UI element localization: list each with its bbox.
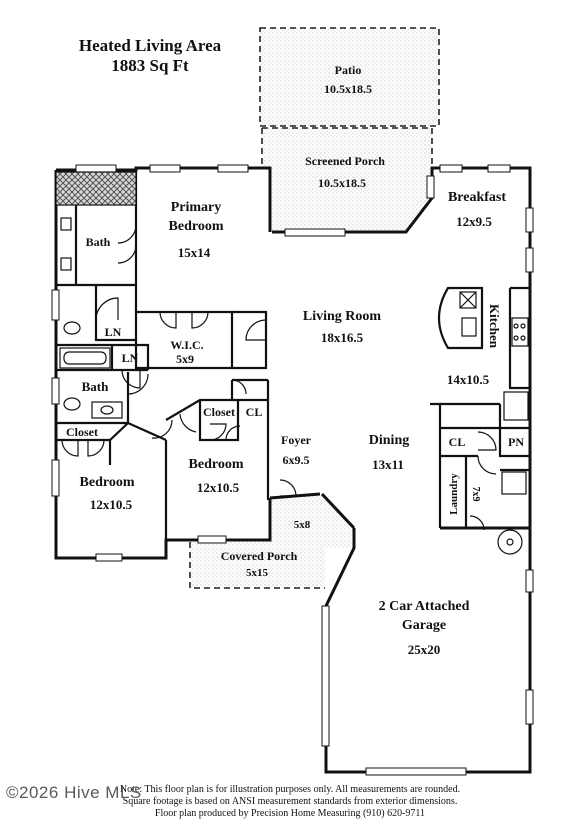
patio-area: [259, 27, 440, 127]
stoop-area: [268, 494, 354, 548]
breakfast-dims: 12x9.5: [456, 214, 492, 229]
bedroom-mid-dims: 12x10.5: [197, 480, 240, 495]
bedroom-left-dims: 12x10.5: [90, 497, 133, 512]
heated-area-title: Heated Living Area 1883 Sq Ft: [50, 36, 250, 76]
living-room-dims: 18x16.5: [321, 330, 364, 345]
heated-area-title-line1: Heated Living Area: [78, 36, 222, 55]
kitchen-name: Kitchen: [487, 304, 502, 349]
bedroom-left-name: Bedroom: [80, 475, 135, 490]
foyer-name: Foyer: [281, 433, 312, 447]
closet-mid-name: Closet: [203, 405, 235, 419]
exterior-walls: [54, 166, 532, 774]
laundry-dims: 7x9: [470, 487, 481, 502]
interior-walls: [56, 170, 530, 540]
patio-dims: 10.5x18.5: [324, 82, 372, 96]
dining-name: Dining: [369, 433, 409, 448]
dining-dims: 13x11: [372, 457, 404, 472]
primary-bedroom-dims: 15x14: [178, 245, 211, 260]
bath-hall-name: Bath: [82, 379, 110, 394]
doors: [61, 224, 497, 531]
screened-porch-dims: 10.5x18.5: [318, 176, 366, 190]
ln-primary-name: LN: [105, 325, 122, 339]
closet-left-name: Closet: [66, 425, 98, 439]
room-labels: Patio 10.5x18.5 Screened Porch 10.5x18.5…: [66, 63, 524, 657]
stoop-dims: 5x8: [294, 519, 311, 531]
kitchen-dims: 14x10.5: [447, 372, 490, 387]
garage-dims: 25x20: [408, 642, 441, 657]
windows: [51, 164, 534, 776]
screened-porch-name: Screened Porch: [305, 154, 385, 168]
wic-dims: 5x9: [176, 352, 194, 366]
bedroom-mid-name: Bedroom: [189, 457, 244, 472]
screened-porch-area: [261, 127, 433, 232]
covered-porch-name: Covered Porch: [221, 549, 298, 563]
cl-laundry-name: CL: [449, 435, 466, 449]
ln-hall-name: LN: [122, 351, 139, 365]
covered-porch-area: [189, 542, 325, 589]
breakfast-name: Breakfast: [448, 190, 506, 205]
mls-watermark: ©2026 Hive MLS: [6, 783, 142, 802]
wic-name: W.I.C.: [170, 338, 203, 352]
patio-name: Patio: [335, 63, 362, 77]
disclaimer-line3: Floor plan produced by Precision Home Me…: [154, 808, 426, 819]
pn-name: PN: [508, 435, 524, 449]
primary-bedroom-name-1: Primary: [171, 200, 222, 215]
garage-name-2: Garage: [402, 618, 446, 633]
laundry-name: Laundry: [448, 473, 460, 515]
living-room-name: Living Room: [303, 309, 382, 324]
foyer-dims: 6x9.5: [283, 453, 310, 467]
fixtures: [55, 171, 529, 555]
garage-name-1: 2 Car Attached: [379, 599, 470, 614]
covered-porch-dims: 5x15: [246, 567, 269, 579]
bath-primary-name: Bath: [86, 235, 111, 249]
cl-mid-name: CL: [246, 405, 263, 419]
primary-bedroom-name-2: Bedroom: [169, 219, 224, 234]
disclaimer-line1: Note: This floor plan is for illustratio…: [119, 784, 461, 795]
disclaimer-line2: Square footage is based on ANSI measurem…: [122, 796, 458, 807]
heated-area-sqft: 1883 Sq Ft: [111, 56, 189, 75]
